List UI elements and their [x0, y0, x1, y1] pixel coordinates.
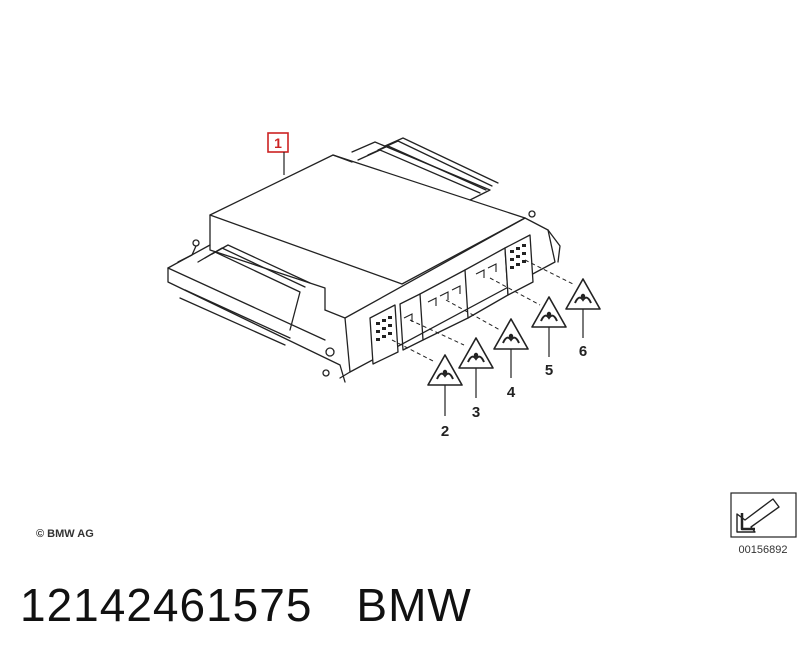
connector-pins: [376, 244, 526, 341]
view-direction-box: [730, 492, 797, 538]
callout-2[interactable]: 2: [427, 354, 463, 440]
callout-5[interactable]: 5: [531, 296, 567, 379]
dashed-leaders: [391, 259, 576, 363]
callout-4[interactable]: 4: [493, 318, 529, 401]
callout-6[interactable]: 6: [565, 278, 601, 360]
copyright-text: © BMW AG: [36, 528, 94, 540]
part-number-footer: 12142461575 BMW: [20, 582, 472, 628]
esd-warning-triangle-icon: [531, 296, 567, 328]
esd-warning-triangle-icon: [427, 354, 463, 386]
callout-2-number: 2: [441, 423, 449, 440]
part-1-label[interactable]: 1: [267, 132, 289, 153]
reference-code: 00156892: [739, 544, 788, 556]
callout-6-number: 6: [579, 343, 587, 360]
callout-5-number: 5: [545, 362, 553, 379]
callout-4-number: 4: [507, 384, 516, 401]
connector-slots: [403, 263, 497, 322]
brand-name: BMW: [356, 579, 472, 631]
part-1-number: 1: [274, 135, 282, 151]
part-number: 12142461575: [20, 579, 313, 631]
view-direction-arrow-icon: [736, 498, 780, 533]
callout-3-number: 3: [472, 404, 480, 421]
esd-warning-triangle-icon: [493, 318, 529, 350]
callout-3[interactable]: 3: [458, 337, 494, 421]
esd-warning-triangle-icon: [458, 337, 494, 369]
